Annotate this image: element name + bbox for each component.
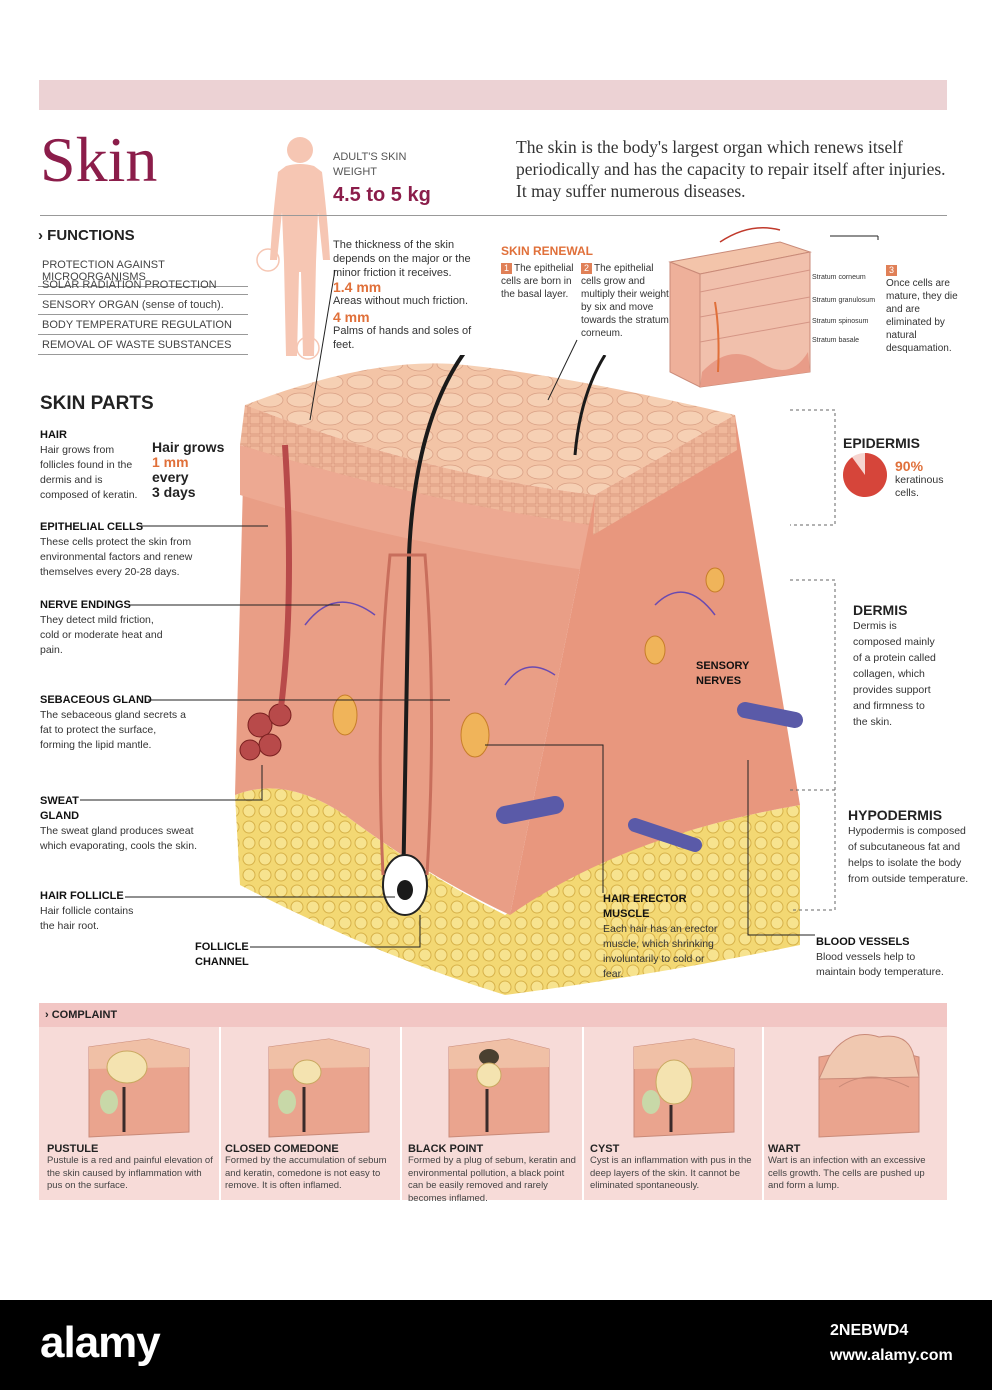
complaint-bar (39, 1003, 947, 1027)
pustule-illustration (88, 1038, 190, 1138)
stratum-label: Stratum corneum (812, 274, 866, 281)
stratum-label: Stratum spinosum (812, 318, 869, 325)
complaint-black-point: BLACK POINT Formed by a plug of sebum, k… (408, 1143, 576, 1204)
hypodermis-heading: HYPODERMIS (848, 807, 943, 823)
function-item: SOLAR RADIATION PROTECTION (38, 277, 248, 295)
epidermis-percent: 90% (895, 458, 924, 474)
thickness-info: The thickness of the skin depends on the… (333, 238, 483, 352)
leader-lines (80, 235, 879, 948)
black-point-illustration (448, 1038, 550, 1138)
intro-text: The skin is the body's largest organ whi… (516, 137, 946, 201)
dermis-desc: Dermis is composed mainly of a protein c… (853, 620, 936, 728)
thickness-max-value: 4 mm (333, 309, 370, 325)
closed-comedone-illustration (268, 1038, 370, 1138)
header-divider (40, 215, 947, 216)
thickness-text: The thickness of the skin depends on the… (333, 239, 471, 279)
watermark-footer (0, 1300, 992, 1390)
dermis-heading: DERMIS (853, 602, 908, 618)
complaint-wart: WART Wart is an infection with an excess… (768, 1143, 926, 1191)
epidermis-pie-slice (842, 453, 887, 497)
hair-growth-rate: Hair grows 1 mm every 3 days (152, 439, 225, 500)
function-item: SENSORY ORGAN (sense of touch). (38, 297, 248, 315)
complaint-illustrations (88, 1034, 920, 1138)
footer-logo: alamy (40, 1318, 161, 1367)
panel-divider (582, 1027, 584, 1200)
wart-illustration (818, 1034, 920, 1138)
thickness-max-desc: Palms of hands and soles of feet. (333, 325, 472, 351)
epidermis-pie (842, 453, 887, 497)
hypodermis-desc: Hypodermis is composed of subcutaneous f… (848, 825, 969, 885)
weight-label: ADULT'S SKIN WEIGHT (333, 151, 407, 178)
panel-divider (762, 1027, 764, 1200)
skin-parts-heading: SKIN PARTS (40, 393, 154, 414)
stratum-label: Stratum granulosum (812, 297, 875, 304)
skin-cross-section-illustration (235, 355, 803, 995)
renewal-heading: SKIN RENEWAL (501, 244, 594, 258)
function-item: BODY TEMPERATURE REGULATION (38, 317, 248, 335)
complaint-closed-comedone: CLOSED COMEDONE Formed by the accumulati… (225, 1143, 387, 1191)
functions-heading: › FUNCTIONS (38, 227, 135, 244)
footer-image-id: 2NEBWD4 (830, 1322, 909, 1339)
panel-divider (400, 1027, 402, 1200)
weight-value: 4.5 to 5 kg (333, 184, 431, 206)
top-banner (39, 80, 947, 110)
thickness-min-desc: Areas without much friction. (333, 295, 469, 307)
renewal-block-illustration: Stratum corneum Stratum granulosum Strat… (668, 227, 875, 388)
panel-divider (219, 1027, 221, 1200)
thickness-min-value: 1.4 mm (333, 279, 382, 295)
cyst-illustration (633, 1038, 735, 1138)
function-item: PROTECTION AGAINST MICROORGANISMS (38, 257, 248, 287)
chevron-right-icon: › (45, 1009, 49, 1021)
footer-url: www.alamy.com (830, 1347, 953, 1364)
stratum-label: Stratum basale (812, 337, 859, 344)
epidermis-heading: EPIDERMIS (843, 435, 921, 451)
complaint-cyst: CYST Cyst is an inflammation with pus in… (590, 1143, 752, 1191)
complaint-heading: › COMPLAINT (45, 1009, 118, 1021)
page-title: Skin (40, 124, 158, 195)
human-silhouette-icon (256, 137, 330, 360)
function-item: REMOVAL OF WASTE SUBSTANCES (38, 337, 248, 355)
epidermis-desc: keratinous cells. (895, 474, 944, 499)
chevron-right-icon: › (38, 227, 43, 244)
complaint-pustule: PUSTULE Pustule is a red and painful ele… (47, 1143, 213, 1191)
